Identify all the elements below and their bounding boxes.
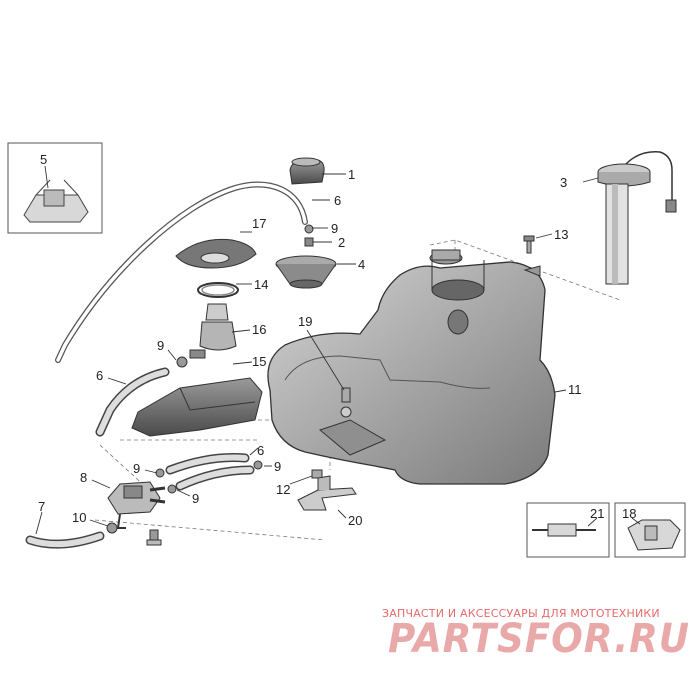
callout-9-a: 9 — [133, 461, 140, 476]
callout-10: 10 — [72, 510, 86, 525]
callout-1: 1 — [348, 167, 355, 182]
callout-6-top: 6 — [334, 193, 341, 208]
callout-6-left: 6 — [96, 368, 103, 383]
callout-21: 21 — [590, 506, 604, 521]
leader-lines — [35, 165, 641, 535]
part-5-clip — [23, 179, 89, 223]
part-19-bolt — [340, 387, 352, 418]
callout-12: 12 — [276, 482, 290, 497]
part-8-valve — [107, 481, 166, 529]
part-9-clamp-pump — [176, 356, 188, 368]
part-9-clamp-top — [304, 224, 314, 234]
callout-3: 3 — [560, 175, 567, 190]
part-10-clamp — [106, 522, 118, 534]
callout-9-c: 9 — [274, 459, 281, 474]
part-15-bracket — [131, 377, 263, 437]
callout-20: 20 — [348, 513, 362, 528]
callout-11: 11 — [568, 382, 582, 397]
part-2-fitting — [304, 237, 314, 247]
callout-18: 18 — [622, 506, 636, 521]
part-21-fitting — [532, 523, 596, 537]
callout-13: 13 — [554, 227, 568, 242]
part-9-clamp-b — [167, 484, 177, 494]
callout-9-b: 9 — [192, 491, 199, 506]
callout-16: 16 — [252, 322, 266, 337]
part-17-gasket — [175, 238, 257, 269]
part-14-clamp — [197, 282, 239, 298]
part-3-fuel-sensor — [597, 151, 677, 285]
part-9-clamp-a — [155, 468, 165, 478]
callout-labels: 1 2 3 4 5 6 6 6 7 8 9 9 9 9 9 10 11 12 1… — [38, 152, 636, 528]
part-13-screw — [523, 235, 535, 254]
fuel-hose-long — [55, 181, 308, 363]
callout-2: 2 — [338, 235, 345, 250]
callout-14: 14 — [254, 277, 268, 292]
callout-4: 4 — [358, 257, 365, 272]
part-21-box — [526, 502, 610, 558]
watermark-logo: PARTSFOR.RU — [388, 616, 690, 662]
callout-15: 15 — [252, 354, 266, 369]
callout-19: 19 — [298, 314, 312, 329]
callout-7: 7 — [38, 499, 45, 514]
valve-bolt — [146, 529, 162, 546]
part-4-filler-neck — [275, 255, 337, 289]
part-5-box — [7, 142, 103, 234]
part-1-cap — [289, 157, 325, 185]
callout-6-bottom: 6 — [257, 443, 264, 458]
part-18-clip — [627, 519, 681, 551]
watermark: ЗАПЧАСТИ И АКСЕССУАРЫ ДЛЯ МОТОТЕХНИКИ PA… — [382, 607, 690, 662]
part-12-nut — [311, 469, 323, 479]
callout-5: 5 — [40, 152, 47, 167]
part-9-clamp-c — [253, 460, 263, 470]
callout-17: 17 — [252, 216, 266, 231]
callout-8: 8 — [80, 470, 87, 485]
callout-9-top: 9 — [331, 221, 338, 236]
callout-9-pump: 9 — [157, 338, 164, 353]
part-11-fuel-tank — [267, 249, 556, 485]
part-16-pump — [189, 303, 237, 359]
watermark-tagline: ЗАПЧАСТИ И АКСЕССУАРЫ ДЛЯ МОТОТЕХНИКИ — [382, 607, 660, 620]
part-20-bracket — [297, 475, 357, 511]
part-18-box — [614, 502, 686, 558]
